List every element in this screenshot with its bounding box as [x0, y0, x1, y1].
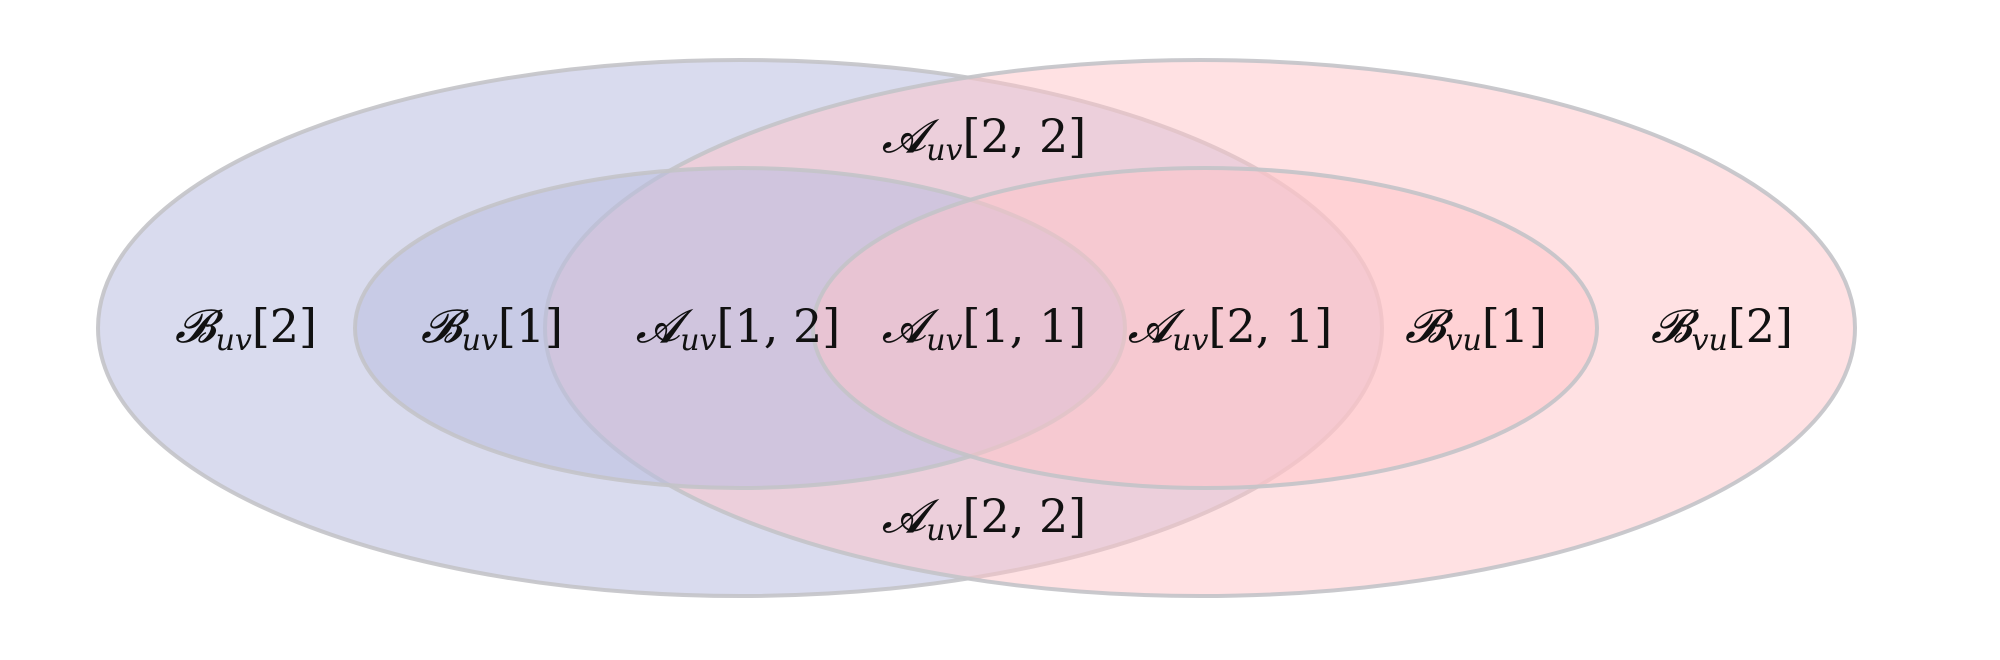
set-index: [1] — [498, 299, 563, 353]
region-label: 𝓐uv[2, 2] — [882, 489, 1086, 548]
region-label: 𝓐uv[1, 1] — [882, 299, 1086, 358]
set-index: [1, 1] — [963, 299, 1087, 353]
set-subscript: uv — [1172, 323, 1208, 358]
set-subscript: uv — [926, 133, 962, 168]
set-subscript: uv — [926, 513, 962, 548]
set-index: [2, 1] — [1209, 299, 1333, 353]
region-label: 𝓐uv[1, 2] — [636, 299, 840, 358]
set-index: [2] — [252, 299, 317, 353]
set-index: [2, 2] — [963, 489, 1087, 543]
region-label: 𝓑uv[2] — [175, 299, 317, 358]
region-label: 𝓐uv[2, 1] — [1128, 299, 1332, 358]
region-label: 𝓐uv[2, 2] — [882, 109, 1086, 168]
set-subscript: vu — [1692, 323, 1728, 358]
set-index: [2, 2] — [963, 109, 1087, 163]
set-subscript: uv — [462, 323, 498, 358]
ellipse-layer — [96, 58, 1857, 598]
label-layer: 𝓑uv[2]𝓑uv[1]𝓐uv[1, 2]𝓐uv[1, 1]𝓐uv[2, 1]𝓑… — [175, 109, 1793, 548]
set-index: [1, 2] — [717, 299, 841, 353]
set-subscript: vu — [1446, 323, 1482, 358]
region-label: 𝓑vu[1] — [1405, 299, 1547, 358]
ellipse-vu-level-1 — [811, 166, 1599, 490]
set-subscript: uv — [680, 323, 716, 358]
set-index: [2] — [1728, 299, 1793, 353]
set-subscript: uv — [216, 323, 252, 358]
set-subscript: uv — [926, 323, 962, 358]
set-index: [1] — [1482, 299, 1547, 353]
